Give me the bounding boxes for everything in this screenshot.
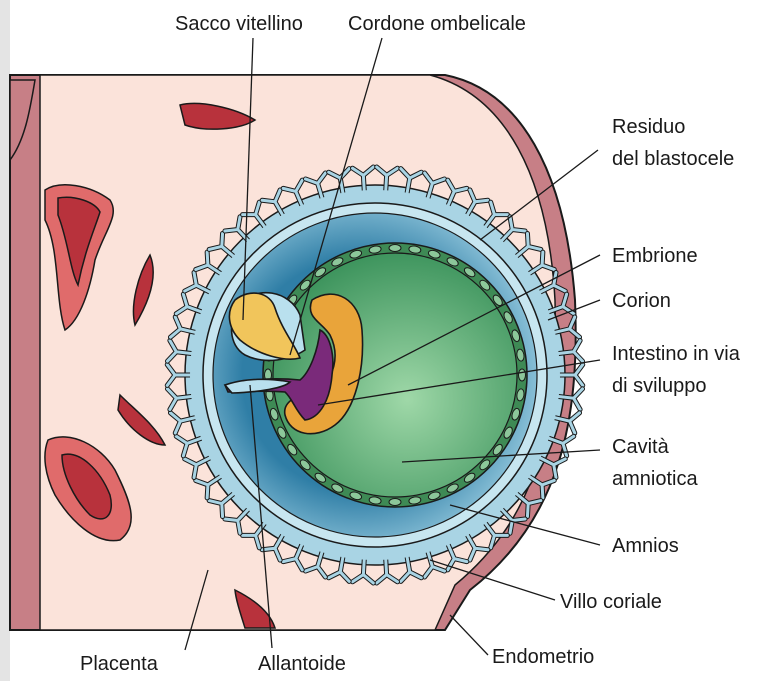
- label-corion: Corion: [612, 290, 671, 312]
- label-intestino-line2: di sviluppo: [612, 375, 707, 397]
- label-cordone-ombelicale: Cordone ombelicale: [348, 13, 526, 35]
- amnion-cell: [389, 499, 401, 506]
- label-placenta: Placenta: [80, 653, 159, 675]
- label-residuo-line2: del blastocele: [612, 148, 734, 170]
- label-embrione: Embrione: [612, 245, 698, 267]
- amnion-cell: [389, 245, 401, 252]
- label-allantoide: Allantoide: [258, 653, 346, 675]
- leader-endometrio: [450, 615, 488, 655]
- label-sacco-vitellino: Sacco vitellino: [175, 13, 303, 35]
- label-amnios: Amnios: [612, 535, 679, 557]
- label-villo-coriale: Villo coriale: [560, 591, 662, 613]
- label-residuo-line1: Residuo: [612, 116, 685, 138]
- label-endometrio: Endometrio: [492, 646, 594, 668]
- left-edge-strip: [0, 0, 10, 681]
- amnion-cell: [519, 369, 526, 381]
- label-cavita-line1: Cavità: [612, 436, 670, 458]
- label-intestino-line1: Intestino in via: [612, 343, 741, 365]
- label-cavita-line2: amniotica: [612, 468, 698, 490]
